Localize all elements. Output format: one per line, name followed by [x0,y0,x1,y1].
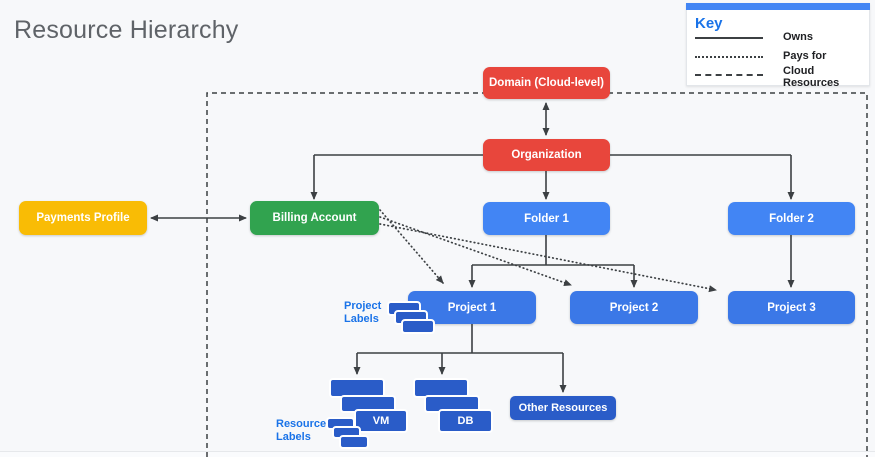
legend-dashed-line-sample [695,74,763,76]
node-domain: Domain (Cloud-level) [483,67,610,99]
edge-billing-project1 [379,209,444,284]
resource-label-tag [339,435,369,449]
node-other-resources: Other Resources [510,396,616,420]
node-payments-profile: Payments Profile [19,201,147,235]
page-title: Resource Hierarchy [14,16,239,44]
node-folder-2: Folder 2 [728,202,855,235]
project-label-tag [401,319,435,334]
legend-solid-line-sample [695,37,763,39]
resource-labels-caption: Resource Labels [276,418,327,443]
edge-billing-project2 [379,216,572,286]
node-project-3: Project 3 [728,291,855,324]
node-organization: Organization [483,139,610,171]
bottom-divider [0,451,875,457]
edge-billing-project3 [379,223,717,293]
legend-label-owns: Owns [783,31,813,43]
legend-accent-bar [686,3,870,10]
project-labels-caption: Project Labels [344,300,382,325]
node-vm: VM [354,409,408,433]
edge-folder1-rail [472,235,634,266]
legend: Key Owns Pays for Cloud Resources [686,3,870,89]
node-folder-1: Folder 1 [483,202,610,235]
node-project-1: Project 1 [408,291,536,324]
legend-title: Key [695,15,723,32]
legend-label-pays-for: Pays for [783,50,827,62]
legend-dotted-line-sample [695,56,763,58]
node-db: DB [438,409,493,433]
node-billing-account: Billing Account [250,201,379,235]
legend-label-cloud-resources: Cloud Resources [783,65,840,89]
node-project-2: Project 2 [570,291,698,324]
edge-project1-rail [357,324,563,354]
